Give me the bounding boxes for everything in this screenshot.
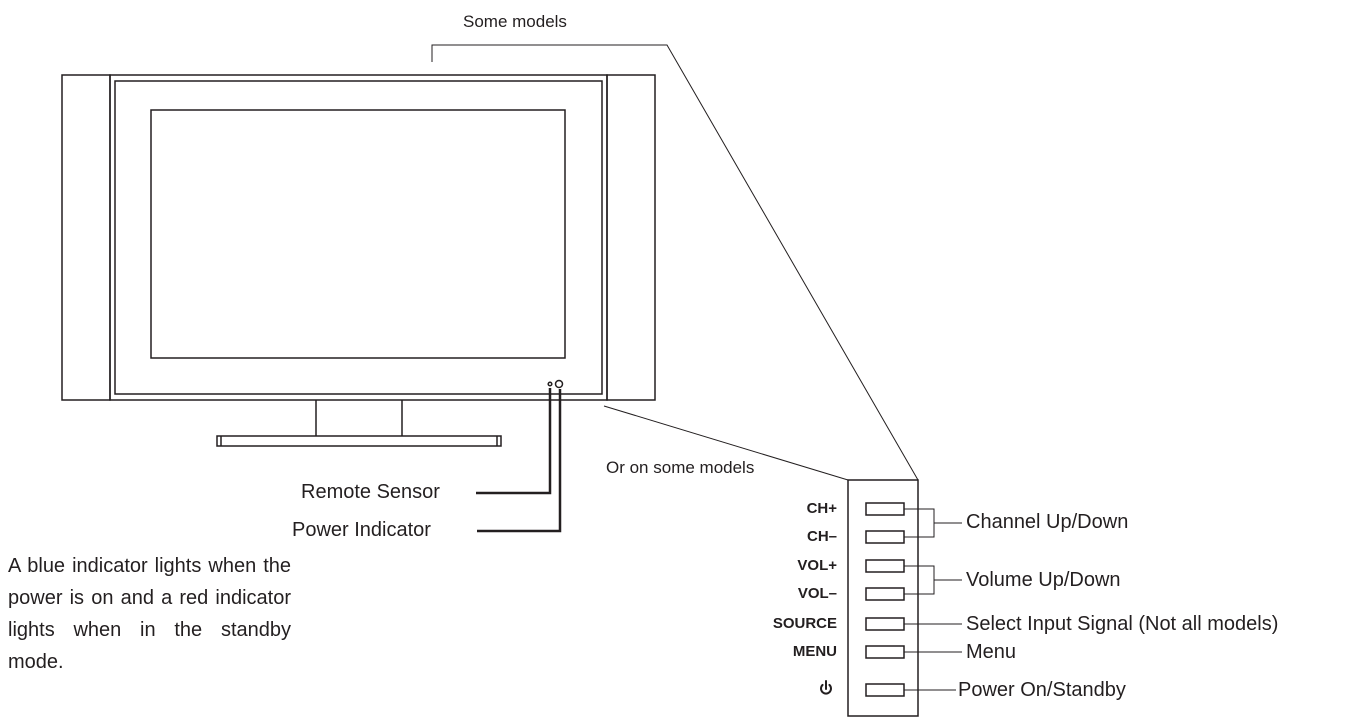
panel-button-vol-	[865, 559, 905, 573]
stand-base	[216, 435, 502, 447]
panel-button-ch-	[865, 530, 905, 544]
button-label-source: SOURCE	[772, 615, 837, 632]
panel-button-source	[865, 617, 905, 631]
volume-bracket	[904, 565, 935, 595]
button-label-vol-up: VOL+	[797, 557, 837, 574]
panel-button-menu	[865, 645, 905, 659]
panel-button-vol-	[865, 587, 905, 601]
button-label-vol-down: VOL–	[797, 585, 837, 602]
button-panel	[847, 479, 919, 717]
panel-button-ch-	[865, 502, 905, 516]
left-speaker	[61, 74, 111, 401]
some-models-leader	[431, 44, 919, 481]
tv-screen	[150, 109, 566, 359]
panel-button-power-symbol	[865, 683, 905, 697]
side-models-leader	[603, 405, 849, 481]
remote-sensor-label: Remote Sensor	[301, 481, 440, 503]
button-label-ch-down: CH–	[806, 528, 837, 545]
some-models-label: Some models	[463, 12, 567, 31]
channel-function-label: Channel Up/Down	[966, 511, 1129, 533]
side-models-label: Or on some models	[606, 458, 755, 477]
volume-function-label: Volume Up/Down	[966, 569, 1121, 591]
remote-sensor-icon	[547, 381, 553, 387]
tv-bezel-inner	[114, 80, 603, 395]
tv-bezel	[109, 74, 608, 401]
indicator-note: A blue indicator lights when the power i…	[8, 555, 291, 673]
remote-sensor-leader	[476, 388, 552, 495]
power-indicator-label: Power Indicator	[292, 519, 431, 541]
power-indicator-icon	[554, 379, 564, 389]
power-function-label: Power On/Standby	[958, 679, 1126, 701]
power-indicator-leader	[477, 389, 562, 533]
power-symbol-icon	[820, 680, 832, 695]
source-function-label: Select Input Signal (Not all models)	[966, 613, 1279, 635]
menu-function-label: Menu	[966, 641, 1017, 663]
right-speaker	[606, 74, 656, 401]
channel-bracket	[904, 508, 935, 538]
button-label-menu: MENU	[792, 643, 837, 660]
button-label-ch-up: CH+	[806, 500, 837, 517]
